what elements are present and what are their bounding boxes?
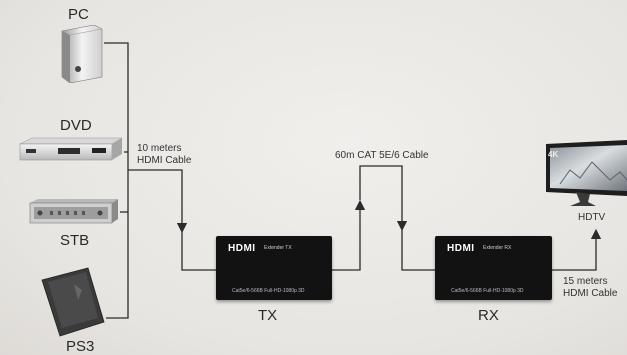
rx-spec: Cat5e/6-566B Full-HD-1080p 3D (451, 288, 524, 294)
rx-extender: HDMI Extender RX Cat5e/6-566B Full-HD-10… (435, 236, 552, 300)
tx-brand: HDMI (228, 243, 256, 254)
set-top-box-icon (29, 199, 118, 224)
input-hdmi-cable (128, 169, 188, 234)
output-cable-length: 15 meters (563, 276, 608, 287)
tx-label: TX (258, 307, 278, 324)
stb-label: STB (60, 232, 90, 249)
ps3-console-icon (41, 267, 105, 337)
input-cable-length: 10 meters (137, 143, 182, 154)
input-cable-type: HDMI Cable (137, 155, 192, 166)
dvd-label: DVD (60, 117, 92, 134)
output-hdmi-cable (552, 228, 602, 271)
cat-cable (332, 199, 366, 271)
ps3-label: PS3 (66, 338, 95, 355)
cat-cable-label: 60m CAT 5E/6 Cable (335, 150, 429, 161)
tx-spec: Cat5e/6-566B Full-HD-1080p 3D (232, 288, 305, 294)
rx-label: RX (478, 307, 499, 324)
pc-label: PC (68, 6, 89, 23)
hdtv-label: HDTV (578, 212, 606, 223)
tx-extender: HDMI Extender TX Cat5e/6-566B Full-HD-10… (216, 236, 332, 300)
rx-model: Extender RX (483, 245, 512, 251)
tx-model: Extender TX (264, 245, 292, 251)
output-cable-label: 15 meters HDMI Cable (563, 276, 617, 300)
input-cable-label: 10 meters HDMI Cable (137, 143, 191, 167)
hdtv-badge: 4K (548, 150, 559, 159)
pc-cable (104, 42, 129, 319)
pc-tower-icon (61, 25, 103, 83)
rx-brand: HDMI (447, 243, 475, 254)
hdtv-icon (546, 140, 627, 206)
output-cable-type: HDMI Cable (563, 288, 618, 299)
dvd-player-icon (19, 137, 123, 161)
